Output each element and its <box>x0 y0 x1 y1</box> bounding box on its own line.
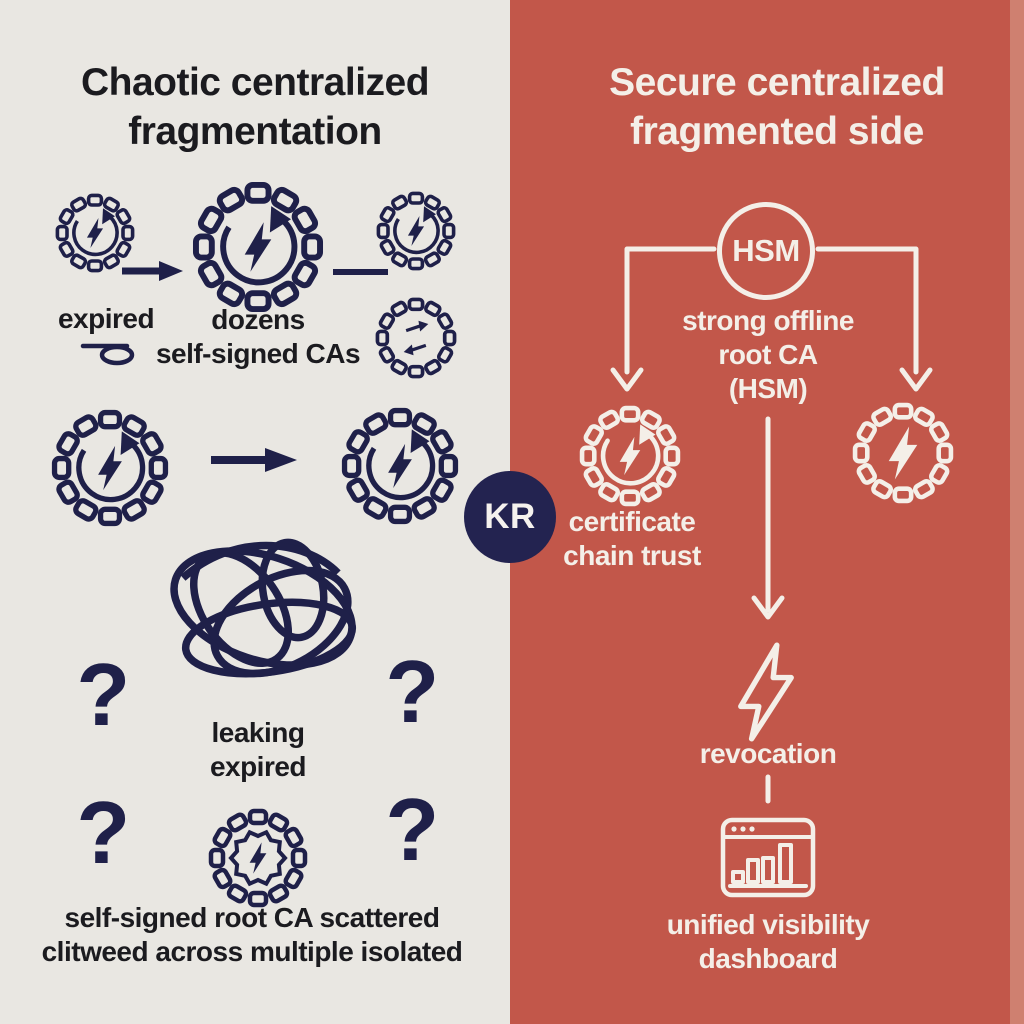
cert-chain-line1: certificate <box>568 506 696 537</box>
question-mark-3: ? <box>76 783 130 882</box>
left-bottom-line2: clitweed across multiple isolated <box>41 936 463 967</box>
left-bottom-line1: self-signed root CA scattered <box>64 902 440 933</box>
cert-chain-line2: chain trust <box>563 540 701 571</box>
dashboard-line1: unified visibility <box>666 909 870 940</box>
dashboard-label: unified visibility dashboard <box>588 908 948 976</box>
root-ca-line2: root CA <box>718 339 818 370</box>
expired-label: expired <box>57 303 155 334</box>
root-ca-line3: (HSM) <box>728 373 808 404</box>
left-bottom-caption: self-signed root CA scattered clitweed a… <box>0 901 512 969</box>
cert-chain-label: certificate chain trust <box>502 505 762 573</box>
root-ca-line1: strong offline <box>682 305 854 336</box>
question-mark-1: ? <box>76 645 130 744</box>
dozens-label: dozens self-signed CAs <box>98 303 418 371</box>
revocation-label: revocation <box>699 738 837 769</box>
left-title: Chaotic centralized fragmentation <box>80 61 430 153</box>
hsm-circle: HSM <box>717 202 815 300</box>
dashboard-line2: dashboard <box>698 943 838 974</box>
leaking-label: leaking expired <box>108 716 408 784</box>
root-ca-label: strong offline root CA (HSM) <box>608 304 928 406</box>
right-edge-strip <box>1010 0 1024 1024</box>
question-mark-2: ? <box>385 642 439 741</box>
question-mark-4: ? <box>385 780 439 879</box>
leaking-line1: leaking <box>211 717 305 748</box>
dozens-line2: self-signed CAs <box>155 338 361 369</box>
kr-badge: KR <box>464 471 556 563</box>
dozens-line1: dozens <box>211 304 305 335</box>
leaking-line2: expired <box>209 751 307 782</box>
right-title: Secure centralized fragmented side <box>609 61 945 153</box>
